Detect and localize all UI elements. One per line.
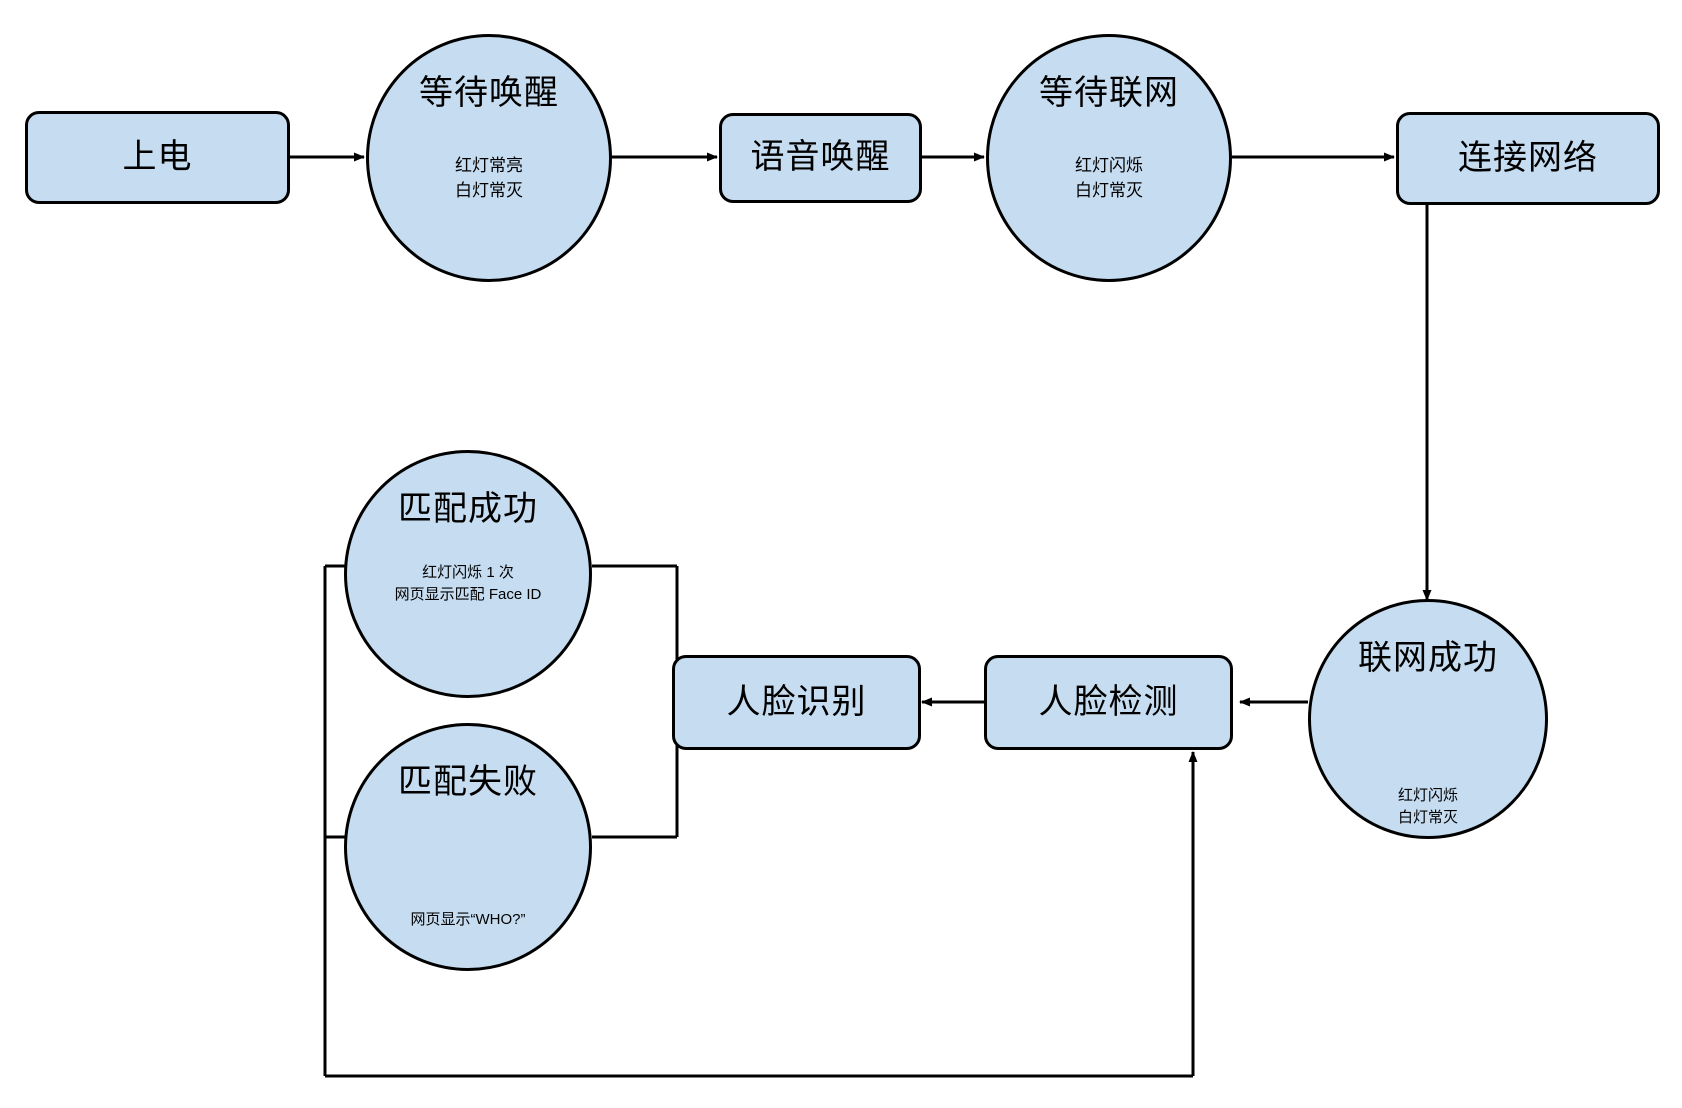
node-network-success[interactable]: 联网成功 红灯闪烁 白灯常灭 bbox=[1308, 599, 1548, 839]
node-face-recognize-label: 人脸识别 bbox=[726, 682, 867, 721]
node-connect-network[interactable]: 连接网络 bbox=[1396, 112, 1660, 205]
node-connect-network-label: 连接网络 bbox=[1458, 138, 1598, 177]
node-wait-wakeup[interactable]: 等待唤醒 红灯常亮 白灯常灭 bbox=[366, 34, 612, 282]
node-match-success-label: 匹配成功 bbox=[398, 490, 538, 528]
node-voice-wakeup-label: 语音唤醒 bbox=[750, 138, 891, 177]
node-face-detect-label: 人脸检测 bbox=[1038, 682, 1179, 721]
node-power-on[interactable]: 上电 bbox=[25, 111, 290, 204]
node-match-fail[interactable]: 匹配失败 网页显示“WHO?” bbox=[344, 723, 592, 971]
node-wait-network-sublabel: 红灯闪烁 白灯常灭 bbox=[1075, 156, 1143, 201]
node-match-fail-sublabel: 网页显示“WHO?” bbox=[410, 911, 526, 929]
node-wait-network[interactable]: 等待联网 红灯闪烁 白灯常灭 bbox=[986, 34, 1232, 282]
node-match-fail-label: 匹配失败 bbox=[398, 763, 538, 801]
node-face-detect[interactable]: 人脸检测 bbox=[984, 655, 1233, 750]
node-match-success-sublabel: 红灯闪烁 1 次 网页显示匹配 Face ID bbox=[394, 564, 542, 604]
node-wait-network-label: 等待联网 bbox=[1039, 74, 1179, 112]
node-wait-wakeup-sublabel: 红灯常亮 白灯常灭 bbox=[455, 156, 523, 201]
node-wait-wakeup-label: 等待唤醒 bbox=[419, 74, 559, 112]
node-face-recognize[interactable]: 人脸识别 bbox=[672, 655, 921, 750]
node-match-success[interactable]: 匹配成功 红灯闪烁 1 次 网页显示匹配 Face ID bbox=[344, 450, 592, 698]
node-network-success-label: 联网成功 bbox=[1358, 639, 1498, 677]
node-network-success-sublabel: 红灯闪烁 白灯常灭 bbox=[1397, 787, 1458, 827]
node-power-on-label: 上电 bbox=[122, 137, 193, 176]
node-voice-wakeup[interactable]: 语音唤醒 bbox=[719, 113, 922, 203]
